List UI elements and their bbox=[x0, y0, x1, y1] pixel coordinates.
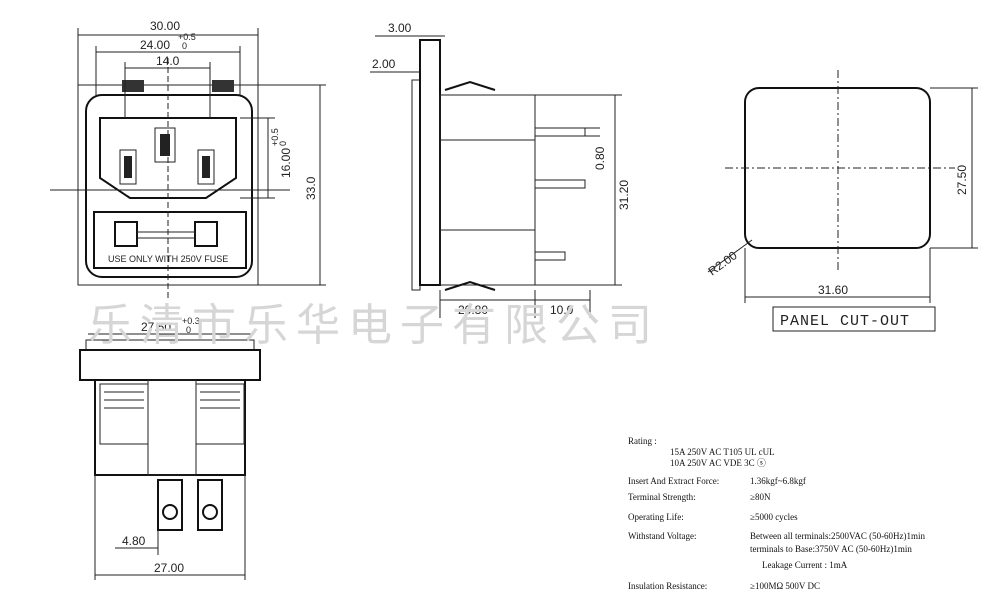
front-view: USE ONLY WITH 250V FUSE 30.00 24.00 +0.5… bbox=[50, 19, 326, 300]
dim-bottom-width: 27.00 bbox=[154, 561, 184, 575]
dim-slot-tol-low: 0 bbox=[278, 141, 288, 146]
dim-center-width: 14.0 bbox=[156, 54, 180, 68]
fuse-cap-left bbox=[114, 221, 138, 247]
dim-height: 33.0 bbox=[304, 176, 318, 200]
dim-slot-height: 16.00 bbox=[279, 148, 293, 178]
cutout-label-box bbox=[772, 306, 936, 332]
spec-insert-value: 1.36kgf~6.8kgf bbox=[750, 476, 806, 486]
panel-cutout-view: 27.50 31.60 R2.00 PANEL CUT-OUT bbox=[706, 70, 978, 332]
side-pin-mid bbox=[534, 179, 586, 189]
dim-pin-offset: 4.80 bbox=[122, 534, 146, 548]
pin-earth bbox=[154, 127, 176, 163]
side-pin-low bbox=[534, 251, 566, 261]
bottom-clip-left bbox=[99, 383, 149, 445]
dim-top-width: 27.50 bbox=[141, 320, 171, 334]
pin-left-contact bbox=[124, 156, 132, 178]
spec-withstand-line3: Leakage Current : 1mA bbox=[762, 560, 848, 570]
dim-pin-gap: 0.80 bbox=[593, 146, 607, 170]
pin-right-contact bbox=[202, 156, 210, 178]
spec-terminal-label: Terminal Strength: bbox=[628, 492, 696, 502]
spec-withstand-line1: Between all terminals:2500VAC (50-60Hz)1… bbox=[750, 531, 926, 541]
pin-left bbox=[119, 149, 137, 185]
dim-lip: 2.00 bbox=[372, 57, 396, 71]
dim-inner-width: 24.00 bbox=[140, 38, 170, 52]
dim-body-depth: 20.80 bbox=[458, 303, 488, 317]
spec-withstand-line2: terminals to Base:3750V AC (50-60Hz)1min bbox=[750, 544, 912, 554]
dim-body-height: 31.20 bbox=[617, 180, 631, 210]
spec-insulation-value: ≥100MΩ 500V DC bbox=[750, 581, 820, 591]
bottom-terminal-right bbox=[197, 479, 223, 531]
dim-top-tol: +0.3 bbox=[182, 316, 200, 326]
dim-inner-tol: +0.5 bbox=[178, 32, 196, 42]
side-flange-lip bbox=[411, 79, 421, 291]
spec-insulation-label: Insulation Resistance: bbox=[628, 581, 707, 591]
specifications: Rating : 15A 250V AC T105 UL cUL 10A 250… bbox=[628, 436, 926, 591]
fuse-cap-right bbox=[194, 221, 218, 247]
spec-rating-label: Rating : bbox=[628, 436, 657, 446]
dim-slot-tol: +0.5 bbox=[270, 128, 280, 146]
dim-inner-tol-low: 0 bbox=[182, 41, 187, 51]
dim-flange: 3.00 bbox=[388, 21, 412, 35]
front-tab-right bbox=[212, 80, 234, 92]
spec-withstand-label: Withstand Voltage: bbox=[628, 531, 697, 541]
iec-socket-outline bbox=[99, 117, 237, 199]
pin-right bbox=[197, 149, 215, 185]
pin-earth-contact bbox=[160, 134, 170, 156]
spec-insert-label: Insert And Extract Force: bbox=[628, 476, 719, 486]
front-tab-left bbox=[122, 80, 144, 92]
side-view: 3.00 2.00 0.80 31.20 20.80 10.0 bbox=[370, 21, 631, 318]
bottom-flange bbox=[79, 349, 261, 381]
spec-rating-line1: 15A 250V AC T105 UL cUL bbox=[670, 447, 775, 457]
bottom-terminal-left bbox=[157, 479, 183, 531]
company-watermark: 乐清市乐华电子有限公司 bbox=[88, 300, 660, 351]
side-flange bbox=[419, 39, 441, 286]
spec-life-label: Operating Life: bbox=[628, 512, 684, 522]
cutout-label: PANEL CUT-OUT bbox=[780, 313, 910, 330]
side-body bbox=[439, 94, 536, 286]
dim-width: 30.00 bbox=[150, 19, 180, 33]
spec-life-value: ≥5000 cycles bbox=[750, 512, 798, 522]
front-body bbox=[85, 94, 253, 278]
side-pin-top bbox=[534, 127, 586, 137]
dim-top-tol-low: 0 bbox=[186, 325, 191, 335]
bottom-body bbox=[94, 379, 246, 476]
dim-cutout-width: 31.60 bbox=[818, 283, 848, 297]
dim-cutout-height: 27.50 bbox=[955, 165, 969, 195]
spec-rating-line2: 10A 250V AC VDE 3C ⓢ bbox=[670, 458, 766, 468]
spec-terminal-value: ≥80N bbox=[750, 492, 771, 502]
bottom-view: 27.50 +0.3 0 4.80 27.00 bbox=[79, 316, 261, 580]
bottom-clip-right bbox=[195, 383, 245, 445]
dim-pin-length: 10.0 bbox=[550, 303, 574, 317]
fuse-drawer bbox=[93, 211, 247, 269]
